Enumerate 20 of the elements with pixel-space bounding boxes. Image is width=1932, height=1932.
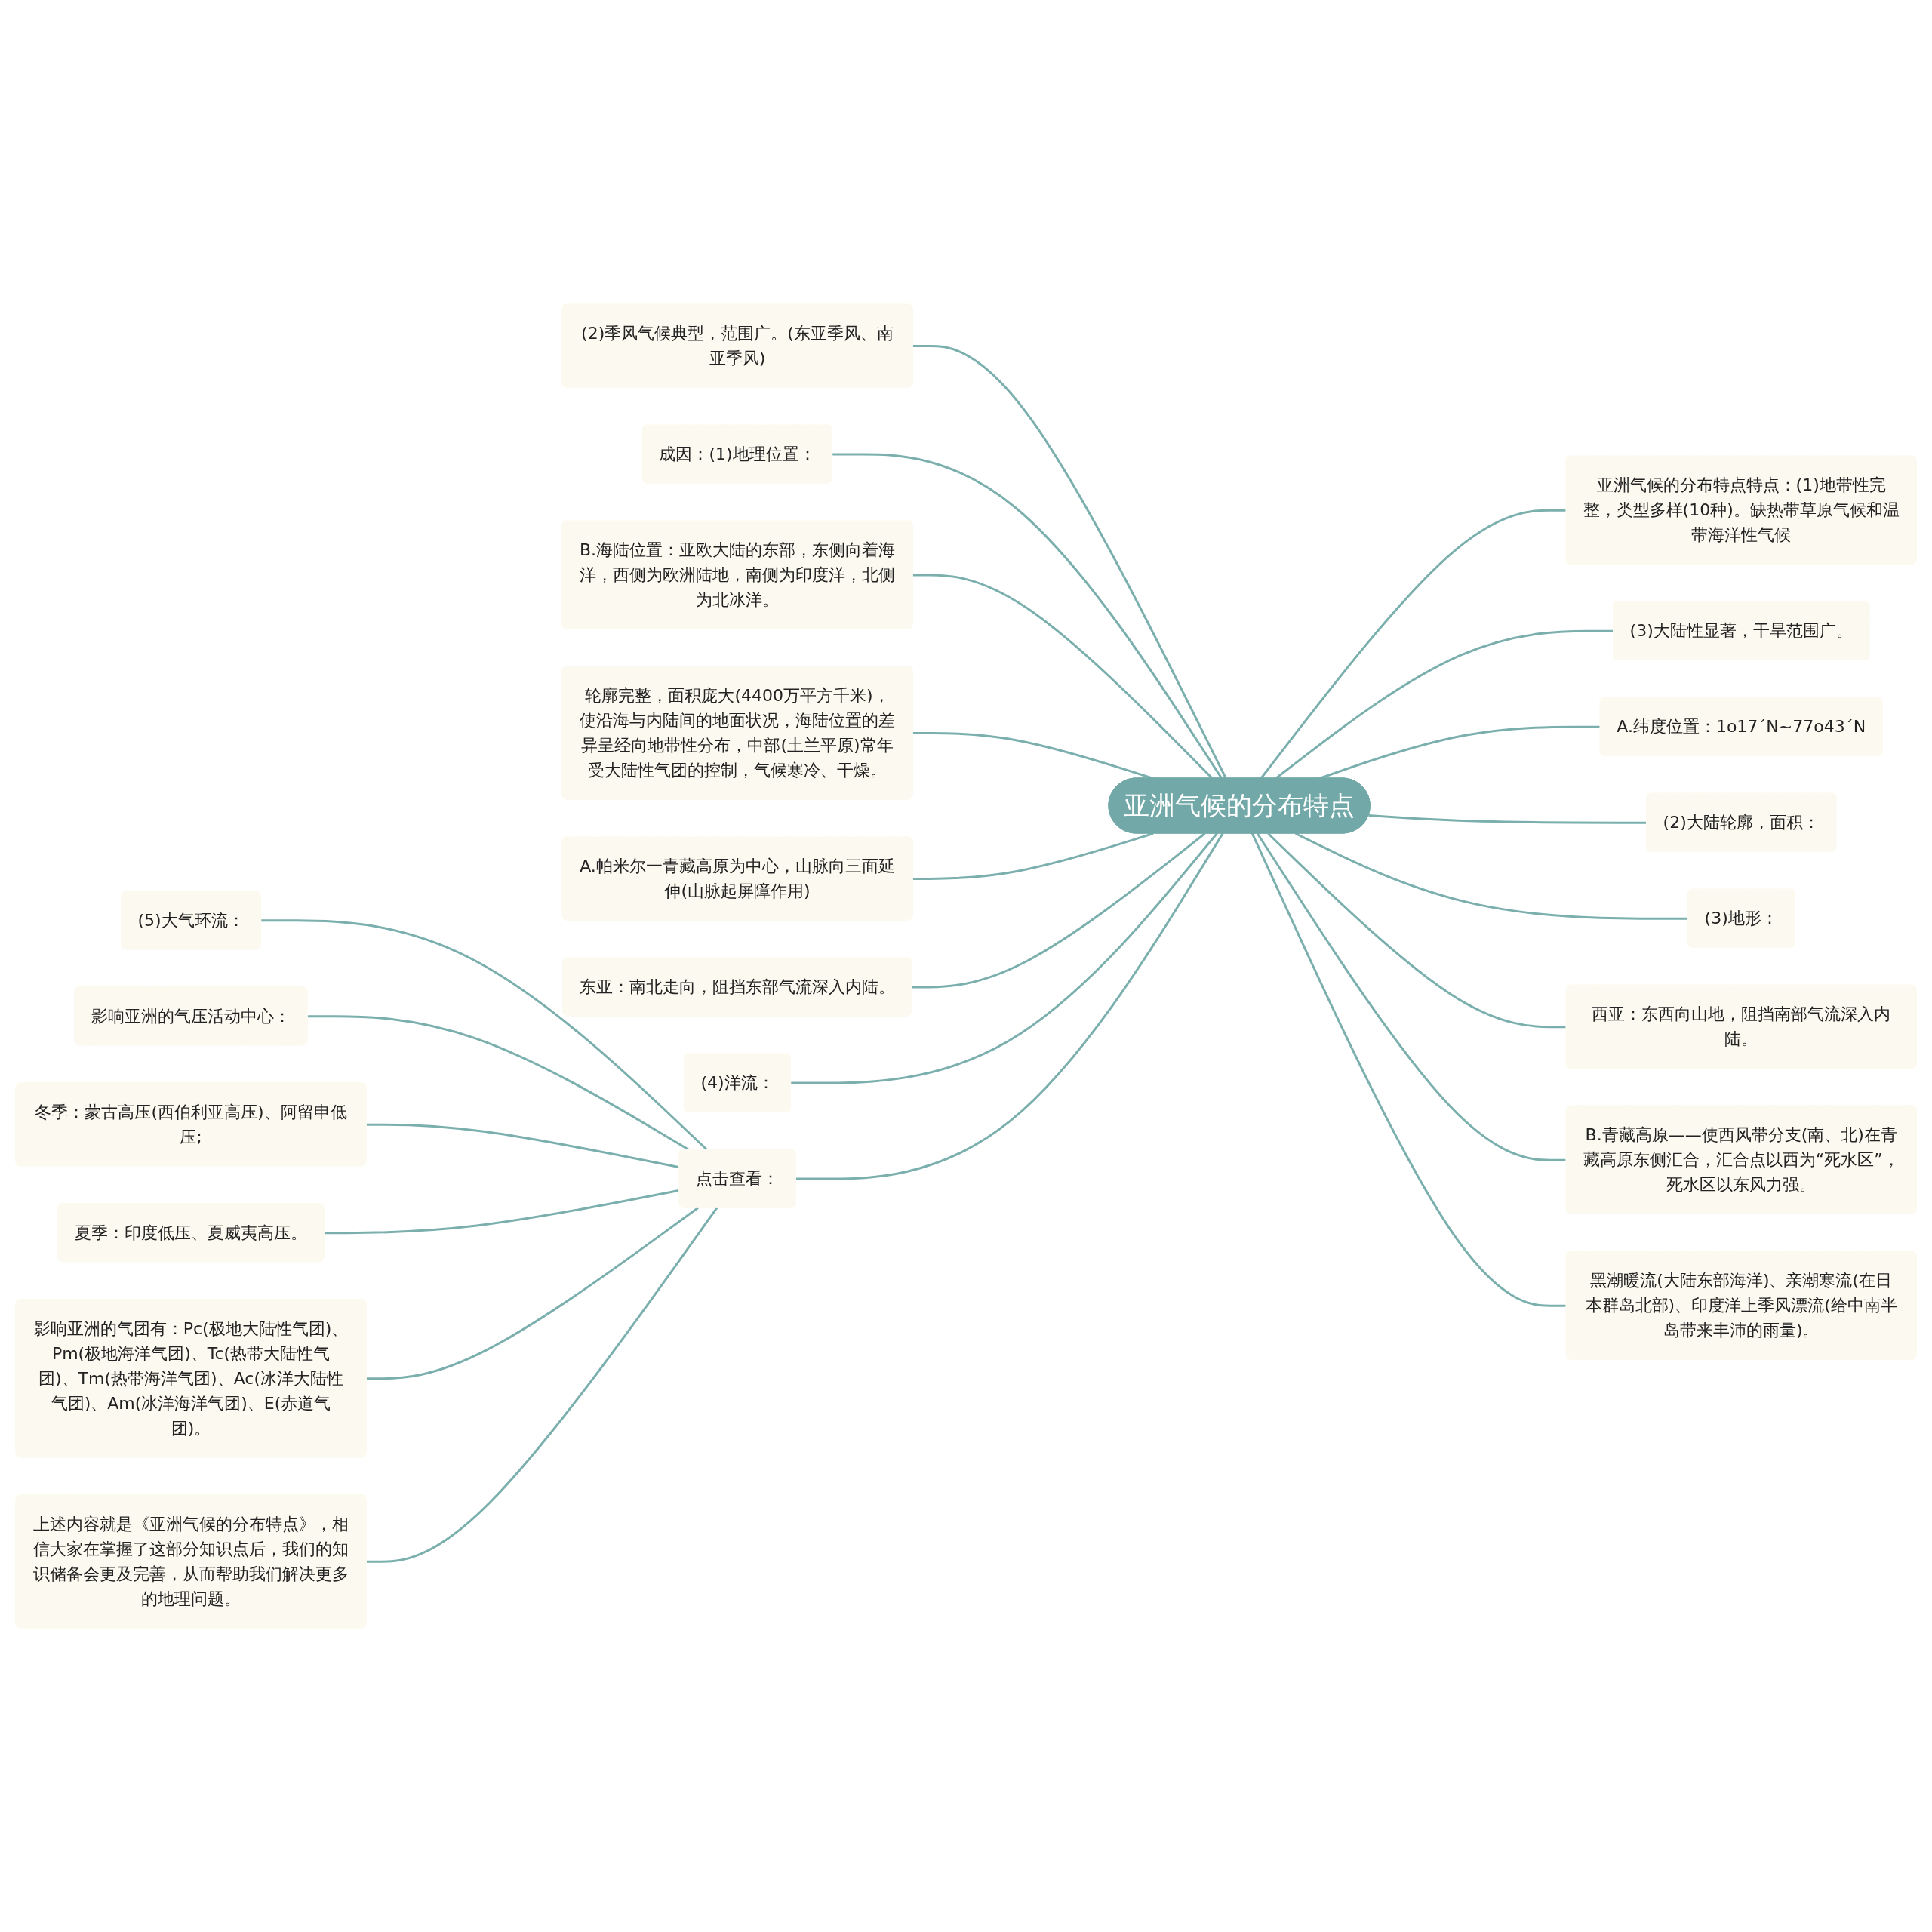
connector <box>260 919 708 1151</box>
connector <box>1267 832 1567 1029</box>
connector <box>1256 832 1567 1161</box>
connector <box>366 1207 718 1563</box>
connector <box>795 832 1224 1180</box>
connector <box>1260 509 1567 780</box>
connector <box>912 832 1154 881</box>
connector <box>1294 832 1688 920</box>
connector <box>1251 833 1567 1307</box>
connector <box>912 345 1227 780</box>
connector <box>324 1189 680 1235</box>
connector <box>832 453 1223 780</box>
connector <box>790 832 1218 1084</box>
connector <box>912 832 1206 989</box>
connector <box>1368 814 1647 824</box>
connector <box>366 1207 699 1380</box>
connector <box>912 574 1214 780</box>
connector <box>1275 629 1614 780</box>
connector <box>366 1123 680 1169</box>
connector <box>307 1015 690 1151</box>
